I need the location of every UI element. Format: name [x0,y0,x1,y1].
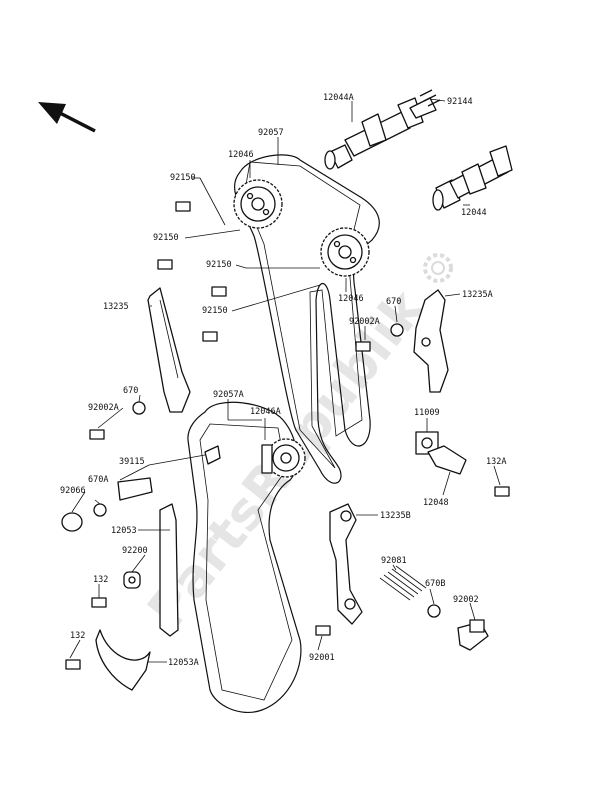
cam-sprocket-right [320,227,370,277]
bolts-92150 [157,201,227,342]
label-12046-upper: 12046 [228,150,254,160]
bolt-92002A-right [355,341,371,352]
o-ring-670B [427,604,441,618]
label-92066: 92066 [60,486,86,496]
label-12053A: 12053A [168,658,199,668]
label-92150-c: 92150 [206,260,232,270]
chain-guide-12053A [95,629,151,691]
label-12044A: 12044A [323,93,354,103]
label-132A: 132A [486,457,506,467]
label-92057A: 92057A [213,390,244,400]
label-92002A-left: 92002A [88,403,119,413]
bolt-92002A-left [89,429,105,440]
shaft-39115 [117,445,221,501]
label-132-lower: 132 [70,631,85,641]
label-670B: 670B [425,579,445,589]
plug-92002 [457,619,489,651]
cap-92066 [61,512,83,532]
label-12044: 12044 [461,208,487,218]
o-ring-670A [93,503,107,517]
tensioner-12048 [427,445,467,475]
bolt-132A [494,486,510,497]
chain-guide-12053 [159,503,179,637]
label-670A: 670A [88,475,108,485]
chain-guide-13235A [413,289,449,393]
label-13235B: 13235B [380,511,411,521]
watermark-gear-icon [423,253,453,283]
label-12046A: 12046A [250,407,281,417]
direction-arrow-icon [38,102,96,133]
leader-lines [69,98,501,663]
label-92150-d: 92150 [202,306,228,316]
label-13235: 13235 [103,302,129,312]
o-ring-670-left [132,401,146,415]
label-92002A-right: 92002A [349,317,380,327]
label-92150-a: 92150 [170,173,196,183]
part-labels: 12044A 92144 92057 12046 92150 92150 921… [60,93,506,668]
label-92057: 92057 [258,128,284,138]
label-92001: 92001 [309,653,335,663]
idler-sprocket [261,438,306,478]
dowel-pin-92144 [419,89,441,107]
bolt-132-upper [91,597,107,608]
camshaft-intake [432,145,513,211]
washer-92200 [123,571,141,589]
label-11009: 11009 [414,408,440,418]
spring-92081 [379,565,427,601]
label-13235A: 13235A [462,290,493,300]
label-92002: 92002 [453,595,479,605]
label-92150-b: 92150 [153,233,179,243]
label-39115: 39115 [119,457,145,467]
cam-sprocket-upper [233,179,283,229]
label-92081: 92081 [381,556,407,566]
cam-chain-lower [187,401,302,714]
cam-chain-upper [234,154,380,484]
label-670-right: 670 [386,297,401,307]
label-12048: 12048 [423,498,449,508]
bolt-132-lower [65,659,81,670]
label-670-left: 670 [123,386,138,396]
label-12046-lower: 12046 [338,294,364,304]
chain-guide-13235 [147,287,191,413]
label-92144: 92144 [447,97,473,107]
bolt-92001 [315,625,331,636]
label-132-upper: 132 [93,575,108,585]
chain-guide-13235B [329,503,363,625]
label-92200: 92200 [122,546,148,556]
gasket-11009 [415,431,439,455]
label-12053: 12053 [111,526,137,536]
camshaft-exhaust [324,97,437,170]
o-ring-670-right [390,323,404,337]
